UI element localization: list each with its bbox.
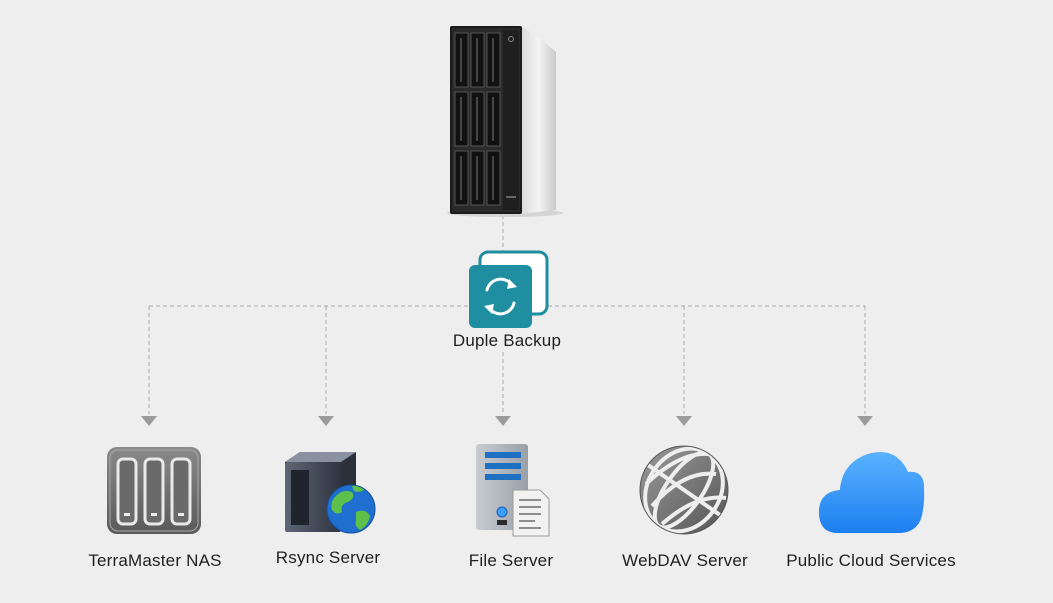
target-label-terramaster-nas: TerraMaster NAS — [88, 551, 222, 570]
cloud-icon — [819, 452, 925, 533]
target-label-file-server: File Server — [468, 551, 554, 570]
arrow-down-icon — [318, 416, 334, 426]
nas-tower-icon — [447, 26, 563, 217]
duple-backup-label: Duple Backup — [452, 331, 562, 350]
arrow-down-icon — [141, 416, 157, 426]
arrow-down-icon — [857, 416, 873, 426]
target-label-webdav-server: WebDAV Server — [622, 551, 748, 570]
file-server-icon — [476, 444, 550, 537]
arrow-down-icon — [495, 416, 511, 426]
duple-backup-icon — [469, 250, 549, 328]
arrowheads — [141, 416, 873, 426]
globe-icon — [639, 445, 729, 535]
server-globe-icon — [285, 452, 376, 534]
arrow-down-icon — [676, 416, 692, 426]
nas-icon — [107, 447, 201, 534]
target-label-rsync-server: Rsync Server — [275, 548, 381, 567]
target-label-public-cloud: Public Cloud Services — [786, 551, 956, 570]
